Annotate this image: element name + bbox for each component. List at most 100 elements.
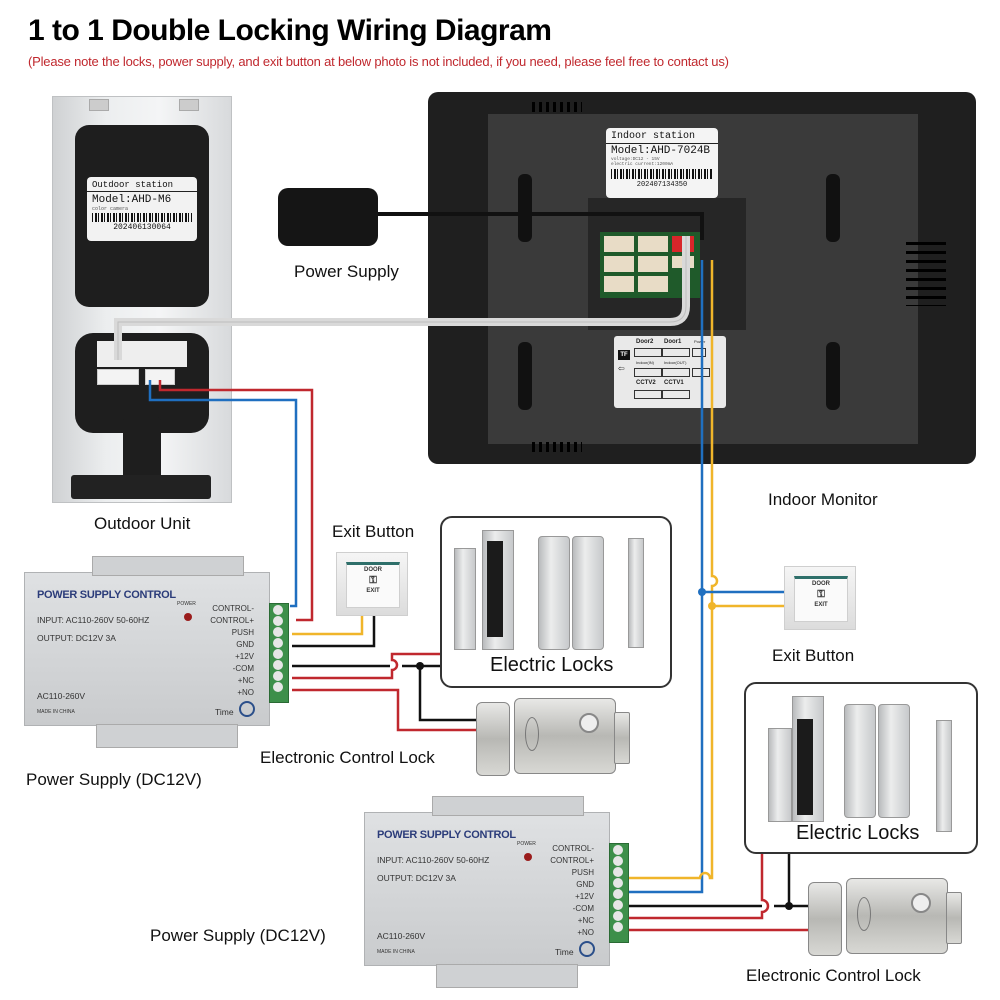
monitor-port-label-panel: TF ⇦ Door2 Door1 Power Indoor(IN) Indoor… — [614, 336, 726, 408]
outdoor-sticker-serial: 202406130064 — [113, 223, 171, 232]
ecl2-strike — [946, 892, 962, 944]
magnetic-lock-armature — [454, 548, 476, 650]
port-label-indoor-out: Indoor(OUT) — [664, 360, 687, 365]
exit-button-2[interactable]: DOOR ⚿ EXIT — [784, 566, 856, 630]
exit-button-1-face: DOOR ⚿ EXIT — [346, 562, 400, 608]
exit-button-1[interactable]: DOOR ⚿ EXIT — [336, 552, 408, 616]
indoor-sticker-current: electric current:1200mA — [611, 162, 674, 167]
power-supply-control-1: POWER SUPPLY CONTROL INPUT: AC110-260V 5… — [24, 572, 289, 726]
outdoor-sticker-subtext: color camera — [92, 206, 129, 212]
psu1-terminal-control-minus: CONTROL- — [212, 604, 254, 613]
outdoor-station-sticker: Outdoor station Model:AHD-M6 color camer… — [87, 177, 197, 241]
indoor-sticker-serial: 202407134350 — [636, 181, 688, 189]
port-box — [634, 368, 662, 377]
outdoor-unit-connector-1 — [97, 369, 139, 385]
psu2-terminal-labels: CONTROL- CONTROL+ PUSH GND +12V -COM +NC… — [540, 843, 594, 939]
psu2-power-led — [524, 853, 532, 861]
monitor-mount-slot — [518, 342, 532, 410]
port-label-cctv2: CCTV2 — [636, 380, 656, 386]
psu1-terminal-labels: CONTROL- CONTROL+ PUSH GND +12V -COM +NC… — [200, 603, 254, 699]
wire-blue-outdoor-control-minus — [148, 380, 298, 608]
outdoor-unit-cable-tail — [123, 417, 161, 481]
outdoor-unit-terminal-labels — [97, 341, 187, 367]
magnetic-lock-coil — [797, 719, 813, 815]
ecl2-latch — [808, 882, 842, 956]
outdoor-unit-label: Outdoor Unit — [94, 514, 191, 533]
ecl2-body — [846, 878, 948, 954]
psu2-terminal-block — [609, 843, 629, 943]
monitor-mount-slot — [518, 174, 532, 242]
wire-yellow-push-1 — [292, 614, 364, 636]
electric-locks-box-1: Electric Locks — [440, 516, 672, 688]
electric-strike — [628, 538, 644, 648]
psu1-title: POWER SUPPLY CONTROL — [37, 589, 176, 601]
ecl1-strike — [614, 712, 630, 764]
indoor-sticker-barcode — [611, 169, 713, 179]
wire-black-com-ecl-1 — [418, 666, 476, 722]
indoor-station-sticker: Indoor station Model:AHD-7024B voltage:D… — [606, 128, 718, 198]
psu1-terminal-com: -COM — [232, 664, 254, 673]
psu2-input: INPUT: AC110-260V 50-60HZ — [377, 855, 490, 865]
psu2-terminal-control-plus: CONTROL+ — [550, 856, 594, 865]
monitor-speaker-grille — [906, 242, 946, 306]
wire-junction-1 — [416, 662, 424, 670]
magnetic-lock — [792, 696, 824, 822]
wire-blue-monitor-gnd — [618, 260, 704, 894]
magnetic-lock — [482, 530, 514, 650]
monitor-vent-bottom — [532, 442, 582, 452]
psu1-top-bracket — [92, 556, 244, 576]
psu2-time-label: Time — [555, 947, 574, 957]
monitor-port — [638, 236, 668, 252]
electronic-control-lock-2-label: Electronic Control Lock — [746, 966, 921, 985]
magnetic-lock-coil — [487, 541, 503, 637]
wire-red-nc-2 — [618, 850, 770, 920]
psu2-time-dial-icon[interactable] — [579, 941, 595, 957]
psu2-terminal-12v: +12V — [575, 892, 594, 901]
psu1-terminal-gnd: GND — [236, 640, 254, 649]
monitor-port — [604, 236, 634, 252]
arrow-left-icon: ⇦ — [618, 364, 625, 373]
wire-yellow-monitor-push — [618, 260, 719, 880]
port-box — [634, 348, 662, 357]
psu1-terminal-block — [269, 603, 289, 703]
power-supply-control-2: POWER SUPPLY CONTROL INPUT: AC110-260V 5… — [364, 812, 629, 966]
psu1-power-led-label: POWER — [177, 601, 196, 607]
diagram-title: 1 to 1 Double Locking Wiring Diagram — [28, 14, 552, 47]
electric-locks-1-label: Electric Locks — [490, 654, 614, 676]
psu1-terminal-control-plus: CONTROL+ — [210, 616, 254, 625]
psu2-bottom-bracket — [436, 964, 578, 988]
outdoor-unit: Outdoor station Model:AHD-M6 color camer… — [52, 96, 232, 503]
psu1-time-dial-icon[interactable] — [239, 701, 255, 717]
bolt-lock-right — [572, 536, 604, 650]
exit-button-2-face: DOOR ⚿ EXIT — [794, 576, 848, 622]
wire-red-outdoor-control-plus — [158, 380, 314, 622]
monitor-vent-top — [532, 102, 582, 112]
power-supply-adapter — [278, 188, 378, 246]
psu1-terminal-no: +NO — [237, 688, 254, 697]
psu2-title: POWER SUPPLY CONTROL — [377, 829, 516, 841]
psu2-made-in: MADE IN CHINA — [377, 949, 415, 955]
indoor-monitor-label: Indoor Monitor — [768, 490, 878, 509]
psu1-input: INPUT: AC110-260V 50-60HZ — [37, 615, 150, 625]
exit-button-2-exit-text: EXIT — [814, 602, 828, 608]
psu1-ac-label: AC110-260V — [37, 691, 86, 701]
key-icon: ⚿ — [369, 575, 377, 586]
tf-card-icon: TF — [618, 350, 630, 360]
psu1-power-led — [184, 613, 192, 621]
outdoor-sticker-barcode — [92, 213, 192, 222]
ecl1-key-cylinder-icon — [579, 713, 599, 733]
psu2-label: Power Supply (DC12V) — [150, 926, 326, 945]
indoor-sticker-voltage: voltage:DC12 - 15V — [611, 157, 660, 162]
electric-strike — [936, 720, 952, 832]
port-box — [662, 348, 690, 357]
port-label-door2: Door2 — [636, 339, 654, 345]
wire-junction-2 — [785, 902, 793, 910]
wire-power-adapter — [378, 212, 704, 240]
outdoor-unit-top-tab — [179, 99, 199, 111]
port-box — [662, 368, 690, 377]
electronic-control-lock-1 — [476, 696, 636, 776]
psu1-label: Power Supply (DC12V) — [26, 770, 202, 789]
ecl2-key-cylinder-icon — [911, 893, 931, 913]
psu1-time-label: Time — [215, 707, 234, 717]
psu1-bottom-bracket — [96, 724, 238, 748]
